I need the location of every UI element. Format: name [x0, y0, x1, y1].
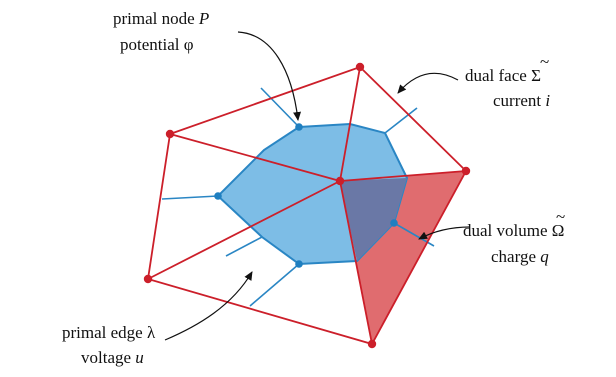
primal-node [355, 62, 365, 72]
dual-node [295, 123, 303, 131]
label-primal-edge: primal edge λ [62, 323, 156, 342]
primal-edges [146, 65, 468, 346]
arrow-primal-node [237, 31, 302, 121]
arrow-dual-face [397, 72, 459, 94]
primal-node [461, 166, 471, 176]
primal-node-center [335, 176, 345, 186]
primal-node [367, 339, 377, 349]
label-potential: potential φ [120, 35, 194, 54]
label-voltage: voltage u [81, 348, 144, 367]
overlap-region [340, 178, 407, 261]
dual-node [295, 260, 303, 268]
arrow-primal-edge [164, 271, 253, 341]
arrow-dual-volume [418, 226, 471, 240]
dual-node [214, 192, 222, 200]
dual-nodes [214, 123, 398, 268]
label-current: current i [493, 91, 550, 110]
label-charge: charge q [491, 247, 549, 266]
label-dual-volume: dual volume Ω [463, 221, 564, 240]
dual-node [390, 219, 398, 227]
annotation-arrows [164, 31, 471, 341]
primal-node [143, 274, 153, 284]
tilde-dual-volume: ~ [556, 207, 565, 226]
tilde-dual-face: ~ [540, 52, 549, 71]
primal-nodes [143, 62, 471, 349]
label-primal-node: primal node P [113, 9, 209, 28]
primal-node [165, 129, 175, 139]
label-dual-face: dual face Σ [465, 66, 541, 85]
